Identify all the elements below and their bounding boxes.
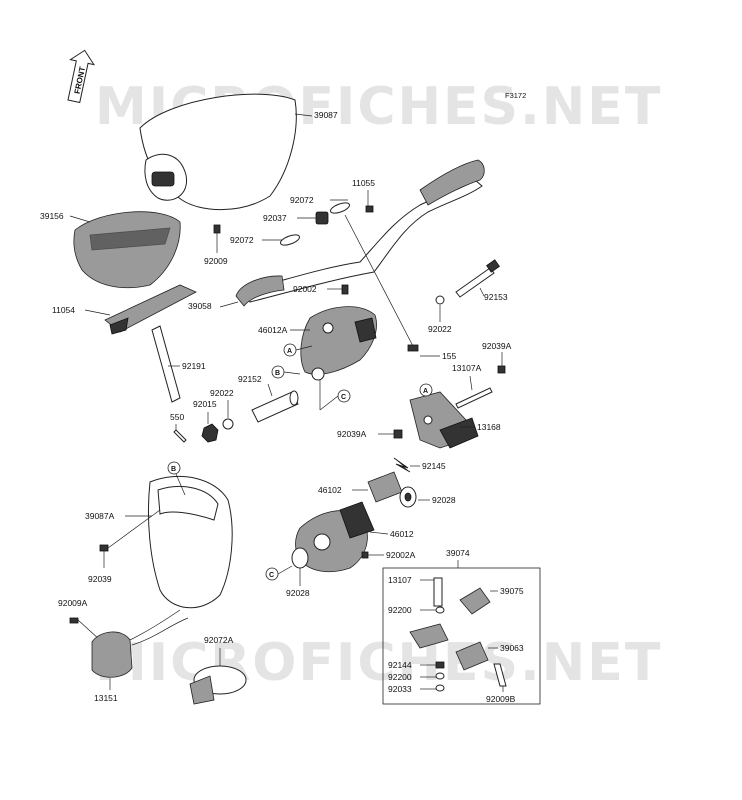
label-39087: 39087	[314, 110, 338, 120]
label-92009B: 92009B	[486, 694, 516, 704]
label-92200-bottom: 92200	[388, 672, 412, 682]
bolt-92153	[455, 259, 500, 298]
label-46012: 46012	[390, 529, 414, 539]
bracket-46012	[295, 501, 375, 573]
svg-text:B: B	[171, 466, 176, 473]
label-92033: 92033	[388, 684, 412, 694]
label-92009: 92009	[204, 256, 228, 266]
callout-b-cover: B	[167, 461, 181, 475]
label-13107: 13107	[388, 575, 412, 585]
label-39075: 39075	[500, 586, 524, 596]
label-92039A-mid: 92039A	[337, 429, 367, 439]
label-39058: 39058	[188, 301, 212, 311]
label-92015: 92015	[193, 399, 217, 409]
label-39087A: 39087A	[85, 511, 115, 521]
label-92039A-top: 92039A	[482, 341, 512, 351]
bracket-13168	[409, 391, 479, 449]
bracket-46012A	[300, 306, 377, 381]
label-92072-mid: 92072	[230, 235, 254, 245]
label-13168: 13168	[477, 422, 501, 432]
label-92145: 92145	[422, 461, 446, 471]
clamp-92072A	[189, 665, 247, 705]
svg-text:C: C	[269, 572, 274, 579]
label-92009A: 92009A	[58, 598, 88, 608]
label-92002: 92002	[293, 284, 317, 294]
switch-13151	[91, 609, 189, 678]
svg-text:C: C	[341, 394, 346, 401]
assembly-box-39074	[382, 567, 541, 705]
callout-c-top: C	[337, 389, 351, 403]
label-92152: 92152	[238, 374, 262, 384]
callout-a-top: A	[283, 343, 297, 357]
label-11054: 11054	[52, 305, 75, 315]
label-92191: 92191	[182, 361, 206, 371]
label-92028-bottom: 92028	[286, 588, 310, 598]
hood-cover-39087	[139, 93, 297, 211]
label-92072A: 92072A	[204, 635, 234, 645]
label-46102: 46102	[318, 485, 342, 495]
label-39156: 39156	[40, 211, 64, 221]
label-13107A: 13107A	[452, 363, 482, 373]
label-92022-right: 92022	[428, 324, 452, 334]
svg-text:B: B	[275, 370, 280, 377]
label-39063: 39063	[500, 643, 524, 653]
front-arrow-icon: FRONT	[67, 49, 95, 104]
label-92037: 92037	[263, 213, 287, 223]
label-155: 155	[442, 351, 456, 361]
label-92028-right: 92028	[432, 495, 456, 505]
svg-text:A: A	[287, 348, 292, 355]
cover-39087A	[147, 475, 233, 609]
label-11055: 11055	[352, 178, 375, 188]
label-13151: 13151	[94, 693, 118, 703]
callout-c-bottom: C	[265, 567, 279, 581]
label-92022-left: 92022	[210, 388, 234, 398]
rod-92191	[151, 325, 181, 403]
svg-text:A: A	[423, 388, 428, 395]
diagram-code: F3172	[505, 91, 526, 100]
watermark-bottom: MICROFICHES.NET	[95, 633, 662, 693]
label-92072-top: 92072	[290, 195, 314, 205]
part-46102	[367, 471, 403, 503]
label-92153: 92153	[484, 292, 508, 302]
callout-a-bracket: A	[419, 383, 433, 397]
label-92039: 92039	[88, 574, 112, 584]
handlebar	[235, 159, 485, 307]
cover-39156	[73, 211, 181, 289]
callout-b-top: B	[271, 365, 285, 379]
label-92002A: 92002A	[386, 550, 416, 560]
label-550: 550	[170, 412, 184, 422]
label-39074: 39074	[446, 548, 470, 558]
label-46012A: 46012A	[258, 325, 288, 335]
lever-11054	[104, 284, 197, 335]
label-92200-top: 92200	[388, 605, 412, 615]
label-92144: 92144	[388, 660, 412, 670]
